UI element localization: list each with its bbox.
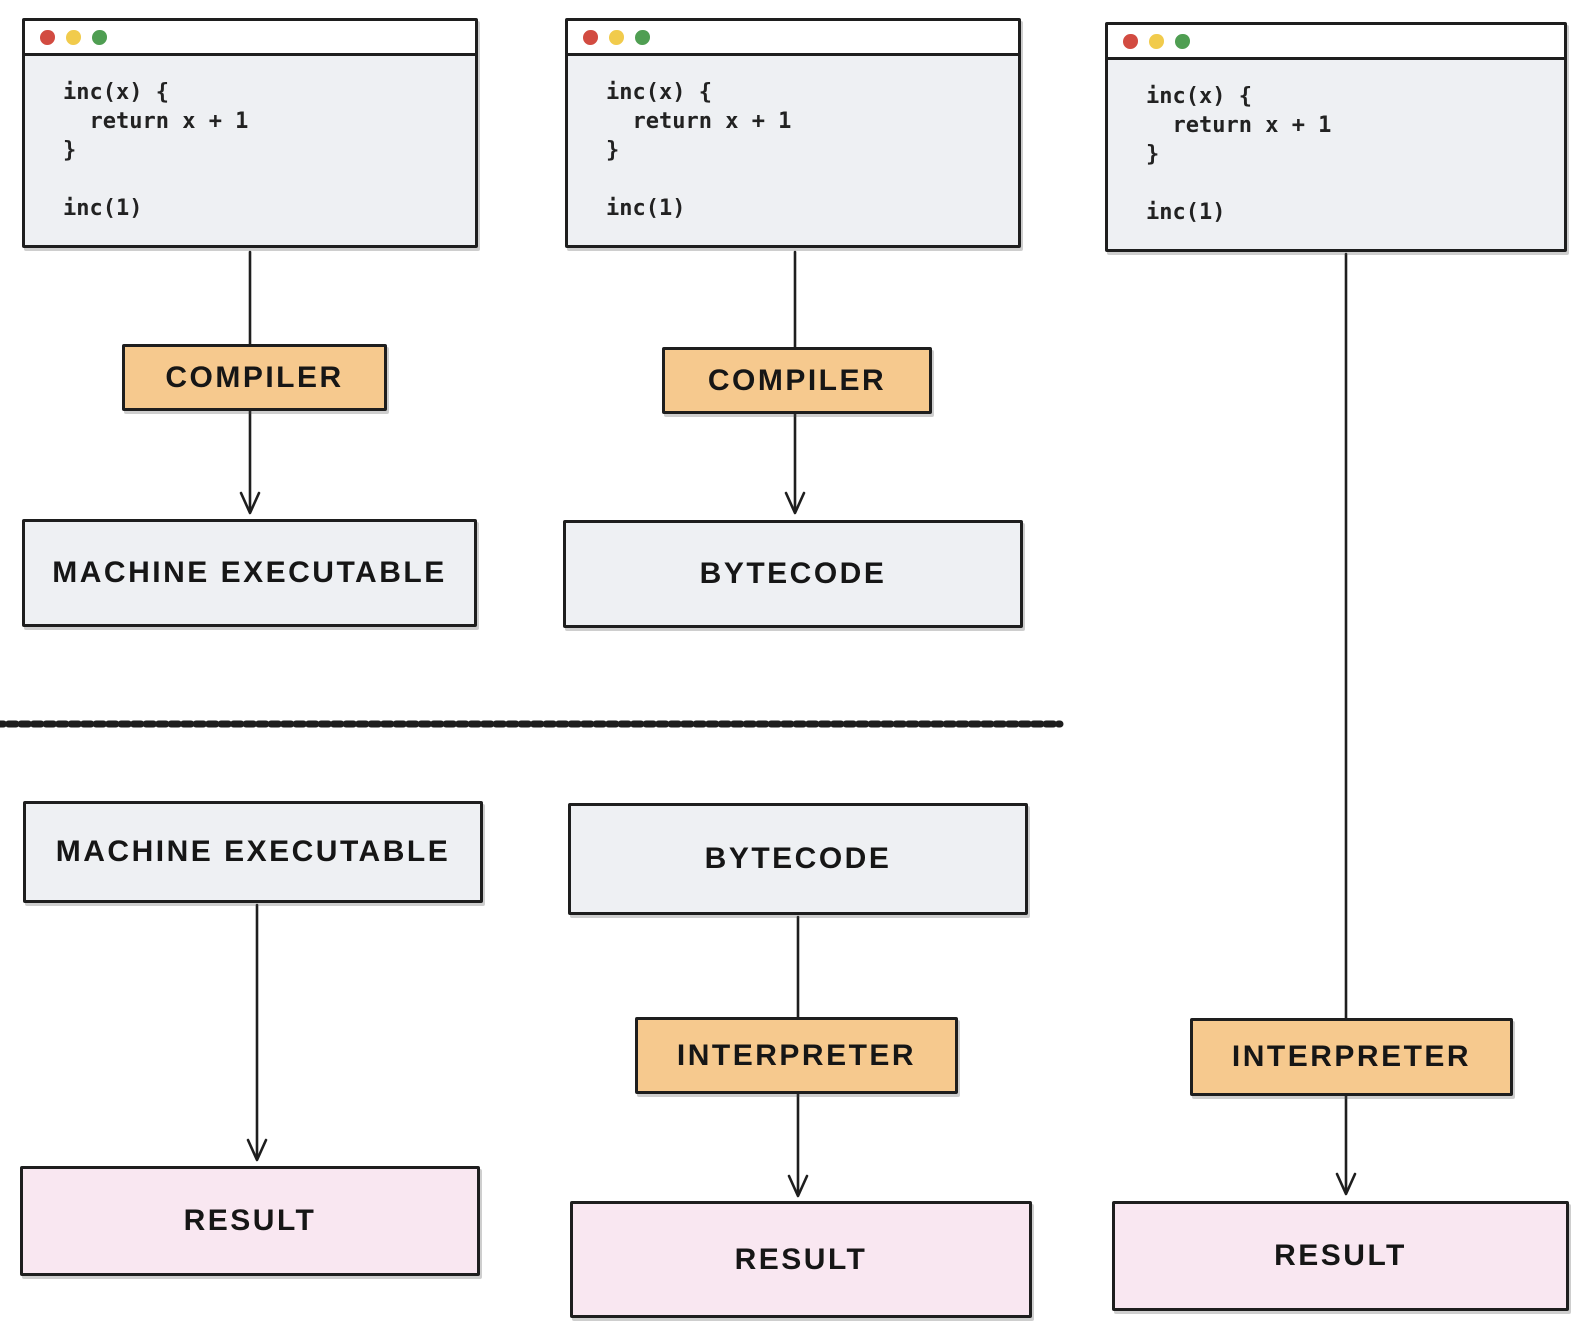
compiler-box: COMPILER — [662, 347, 932, 414]
machine-executable-label: MACHINE EXECUTABLE — [52, 556, 447, 589]
traffic-light-yellow-icon — [66, 29, 81, 45]
code-line: return x + 1 — [606, 109, 792, 134]
machine-executable-box: MACHINE EXECUTABLE — [23, 801, 483, 903]
bytecode-box: BYTECODE — [568, 803, 1028, 915]
traffic-light-green-icon — [1175, 33, 1190, 49]
window-titlebar — [25, 21, 475, 56]
code-line: return x + 1 — [63, 109, 249, 134]
code-line: } — [63, 138, 77, 163]
window-titlebar — [568, 21, 1018, 56]
interpreter-box: INTERPRETER — [1190, 1018, 1513, 1096]
code-line: inc(1) — [1146, 200, 1226, 225]
code-block: inc(x) { return x + 1 } inc(1) — [1108, 60, 1564, 227]
traffic-light-yellow-icon — [1149, 33, 1164, 49]
code-line: inc(x) { — [1146, 84, 1252, 109]
traffic-light-red-icon — [583, 29, 598, 45]
compiler-label: COMPILER — [707, 363, 887, 397]
interpreter-label: INTERPRETER — [1231, 1040, 1472, 1073]
code-line — [63, 165, 465, 194]
code-line: inc(1) — [606, 196, 686, 221]
bytecode-label: BYTECODE — [704, 842, 892, 875]
code-line: } — [606, 138, 620, 163]
code-line: inc(x) { — [606, 80, 712, 105]
bytecode-box: BYTECODE — [563, 520, 1023, 628]
code-line: return x + 1 — [1146, 113, 1332, 138]
compiler-box: COMPILER — [122, 344, 387, 411]
code-block: inc(x) { return x + 1 } inc(1) — [25, 56, 475, 223]
traffic-light-yellow-icon — [609, 29, 624, 45]
interpreter-label: INTERPRETER — [676, 1038, 917, 1072]
traffic-light-green-icon — [92, 29, 107, 45]
traffic-light-green-icon — [635, 29, 650, 45]
compiler-label: COMPILER — [165, 360, 344, 394]
code-window: inc(x) { return x + 1 } inc(1) — [22, 18, 478, 248]
machine-executable-box: MACHINE EXECUTABLE — [22, 519, 477, 627]
code-line — [1146, 169, 1554, 198]
result-label: RESULT — [734, 1242, 868, 1276]
code-line: inc(x) { — [63, 80, 169, 105]
result-box: RESULT — [1112, 1201, 1569, 1311]
result-label: RESULT — [183, 1204, 317, 1237]
code-window: inc(x) { return x + 1 } inc(1) — [565, 18, 1021, 248]
traffic-light-red-icon — [40, 29, 55, 45]
interpreter-box: INTERPRETER — [635, 1017, 958, 1094]
bytecode-label: BYTECODE — [699, 557, 887, 590]
arrow-machine-executable-to-result — [246, 903, 268, 1162]
code-line: } — [1146, 142, 1160, 167]
code-block: inc(x) { return x + 1 } inc(1) — [568, 56, 1018, 223]
window-titlebar — [1108, 25, 1564, 60]
code-line — [606, 165, 1008, 194]
result-box: RESULT — [20, 1166, 480, 1276]
result-box: RESULT — [570, 1201, 1032, 1318]
traffic-light-red-icon — [1123, 33, 1138, 49]
result-label: RESULT — [1274, 1239, 1407, 1272]
code-window: inc(x) { return x + 1 } inc(1) — [1105, 22, 1567, 252]
code-line: inc(1) — [63, 196, 143, 221]
machine-executable-label: MACHINE EXECUTABLE — [55, 835, 451, 868]
